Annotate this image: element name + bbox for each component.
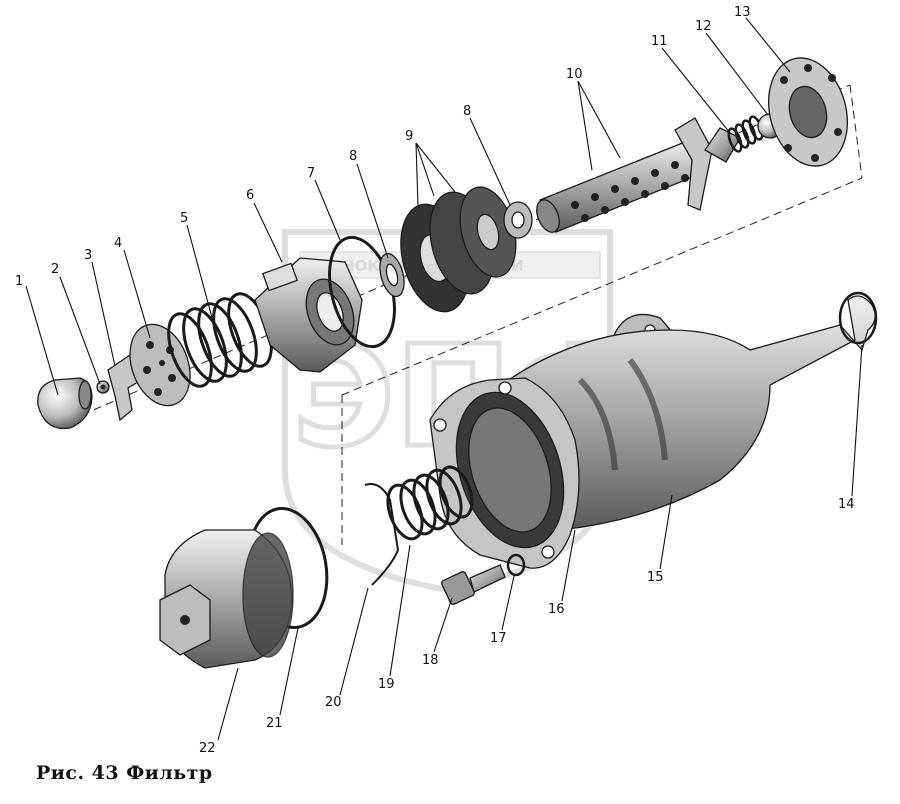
- callout-1: 1: [15, 274, 23, 289]
- callout-15: 15: [647, 570, 664, 585]
- callout-13: 13: [734, 5, 751, 20]
- part-8-washer-right: [503, 201, 533, 239]
- callout-8-left: 8: [349, 149, 357, 164]
- callout-8-right: 8: [463, 104, 471, 119]
- callout-11: 11: [651, 34, 668, 49]
- callout-3: 3: [84, 248, 92, 263]
- callout-2: 2: [51, 262, 59, 277]
- callout-9: 9: [405, 129, 413, 144]
- part-8-washer-left: [379, 252, 405, 298]
- callout-20: 20: [325, 695, 342, 710]
- part-9-seal-discs: [400, 186, 517, 313]
- part-10-perforated-tube: [536, 117, 713, 233]
- callout-18: 18: [422, 653, 439, 668]
- callout-19: 19: [378, 677, 395, 692]
- part-20-spring-clip: [364, 483, 400, 586]
- callout-16: 16: [548, 602, 565, 617]
- part-5-spring: [167, 292, 273, 388]
- callout-5: 5: [180, 211, 188, 226]
- callout-14: 14: [838, 497, 855, 512]
- callout-17: 17: [490, 631, 507, 646]
- part-16-flange: [429, 377, 580, 569]
- callout-labels: 1 2 3 4 5 6 7 8 9 8 10 11 12 13 14 15 16…: [15, 5, 855, 756]
- callout-7: 7: [307, 166, 315, 181]
- part-11-valve-spring: [704, 115, 764, 163]
- part-17-washer: [506, 553, 526, 577]
- callout-4: 4: [114, 236, 122, 251]
- part-2-nut: [96, 380, 110, 394]
- part-13-flange-nut: [767, 57, 849, 167]
- part-6-valve-body: [254, 257, 363, 373]
- part-4-perforated-disc: [129, 323, 191, 407]
- callout-10: 10: [566, 67, 583, 82]
- figure-caption: Рис. 43 Фильтр: [36, 762, 213, 784]
- callout-22: 22: [199, 741, 216, 756]
- callout-12: 12: [695, 19, 712, 34]
- callout-6: 6: [246, 188, 254, 203]
- leader-lines: [25, 17, 863, 741]
- part-19-spring: [386, 465, 474, 541]
- part-18-bolt: [441, 564, 506, 605]
- callout-21: 21: [266, 716, 283, 731]
- part-22-cover: [159, 529, 294, 669]
- part-1-cap-nut: [37, 377, 93, 430]
